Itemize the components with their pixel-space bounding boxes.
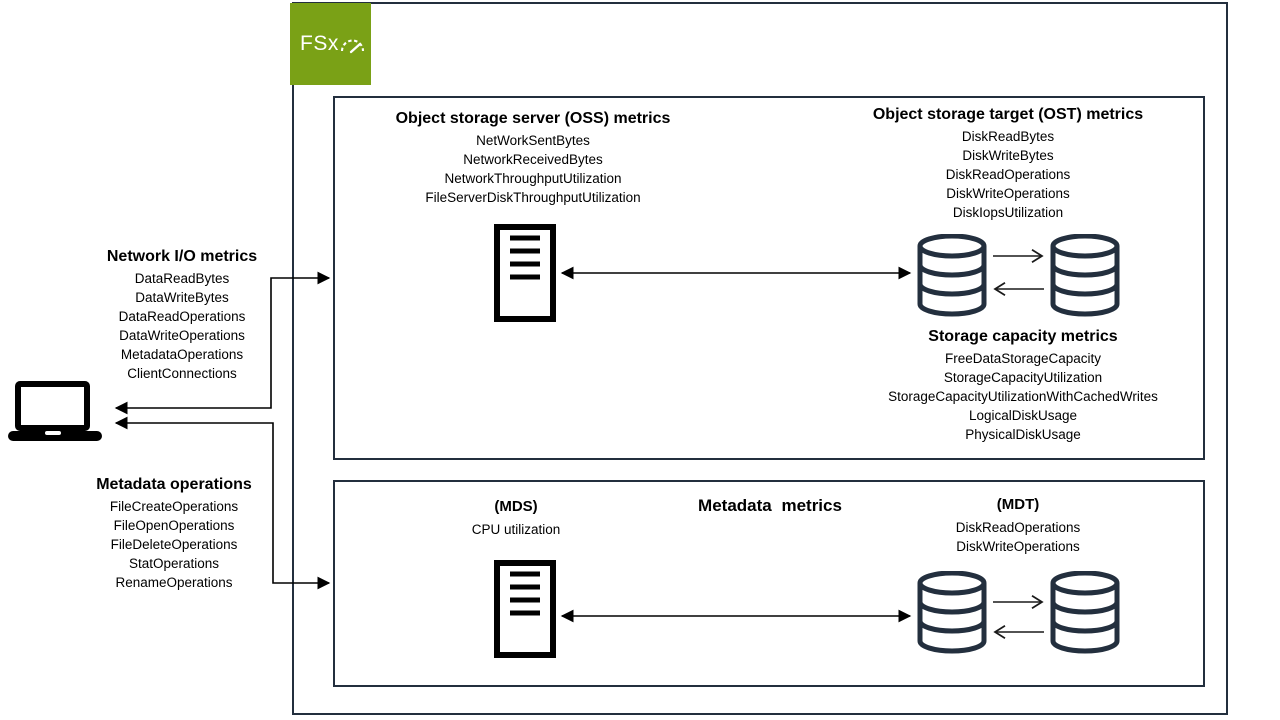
metric-item: DataWriteOperations bbox=[119, 328, 245, 343]
ost-database-icon-1 bbox=[920, 236, 984, 314]
mdt-title: (MDT) bbox=[996, 496, 1040, 513]
oss-metrics-title: Object storage server (OSS) metrics bbox=[395, 110, 671, 127]
storage-capacity-metrics-block: Storage capacity metrics FreeDataStorage… bbox=[842, 327, 1204, 444]
metric-item: DiskIopsUtilization bbox=[952, 205, 1064, 220]
laptop-icon bbox=[8, 381, 102, 441]
metric-item: FileOpenOperations bbox=[113, 518, 235, 533]
mdt-database-icon-2 bbox=[1053, 573, 1117, 651]
metric-item: DataReadOperations bbox=[118, 309, 246, 324]
metric-item: StatOperations bbox=[128, 556, 220, 571]
oss-metrics-block: Object storage server (OSS) metrics NetW… bbox=[353, 109, 713, 207]
metric-item: NetworkReceivedBytes bbox=[463, 152, 603, 167]
metric-item: NetworkThroughputUtilization bbox=[444, 171, 622, 186]
ost-database-icon-2 bbox=[1053, 236, 1117, 314]
metric-item: DiskReadBytes bbox=[961, 129, 1055, 144]
metadata-operations-block: Metadata operations FileCreateOperations… bbox=[49, 475, 299, 592]
mds-block: (MDS) CPU utilization bbox=[436, 498, 596, 539]
oss-ost-panel bbox=[333, 96, 1205, 460]
client-to-metadata-arrow bbox=[114, 416, 331, 590]
metric-item: ClientConnections bbox=[127, 366, 237, 381]
metric-item: FileCreateOperations bbox=[109, 499, 239, 514]
mds-server-icon bbox=[494, 560, 556, 658]
metric-item: DiskReadOperations bbox=[955, 520, 1081, 535]
metric-item: StorageCapacityUtilizationWithCachedWrit… bbox=[888, 389, 1158, 404]
metric-item: DataReadBytes bbox=[134, 271, 230, 286]
metadata-operations-title: Metadata operations bbox=[96, 476, 252, 493]
fsx-logo: FSx bbox=[290, 3, 371, 85]
mdt-block: (MDT) DiskReadOperations DiskWriteOperat… bbox=[937, 496, 1099, 556]
metric-item: StorageCapacityUtilization bbox=[943, 370, 1103, 385]
metric-item: CPU utilization bbox=[471, 522, 561, 537]
metric-item: DataWriteBytes bbox=[135, 290, 229, 305]
metric-item: FileDeleteOperations bbox=[110, 537, 238, 552]
metadata-panel bbox=[333, 480, 1205, 687]
metric-item: MetadataOperations bbox=[120, 347, 244, 362]
metadata-metrics-title: Metadata metrics bbox=[698, 496, 842, 515]
fsx-gauge-icon bbox=[340, 39, 364, 54]
network-io-metrics-block: Network I/O metrics DataReadBytes DataWr… bbox=[57, 247, 307, 383]
metric-item: FreeDataStorageCapacity bbox=[944, 351, 1102, 366]
metric-item: DiskWriteOperations bbox=[946, 186, 1070, 201]
client-to-oss-arrow bbox=[114, 271, 331, 415]
metric-item: RenameOperations bbox=[115, 575, 233, 590]
fsx-logo-text: FSx bbox=[300, 32, 339, 55]
metric-item: NetWorkSentBytes bbox=[476, 133, 590, 148]
metric-item: LogicalDiskUsage bbox=[968, 408, 1078, 423]
metric-item: DiskReadOperations bbox=[945, 167, 1071, 182]
oss-server-icon bbox=[494, 224, 556, 322]
network-io-metrics-title: Network I/O metrics bbox=[106, 248, 258, 265]
metric-item: DiskWriteOperations bbox=[956, 539, 1080, 554]
metric-item: DiskWriteBytes bbox=[962, 148, 1054, 163]
metric-item: FileServerDiskThroughputUtilization bbox=[425, 190, 641, 205]
mds-title: (MDS) bbox=[494, 498, 538, 515]
metric-item: PhysicalDiskUsage bbox=[965, 427, 1081, 442]
storage-capacity-metrics-title: Storage capacity metrics bbox=[928, 328, 1118, 345]
ost-metrics-title: Object storage target (OST) metrics bbox=[872, 106, 1144, 123]
ost-metrics-block: Object storage target (OST) metrics Disk… bbox=[828, 105, 1188, 222]
mdt-database-icon-1 bbox=[920, 573, 984, 651]
